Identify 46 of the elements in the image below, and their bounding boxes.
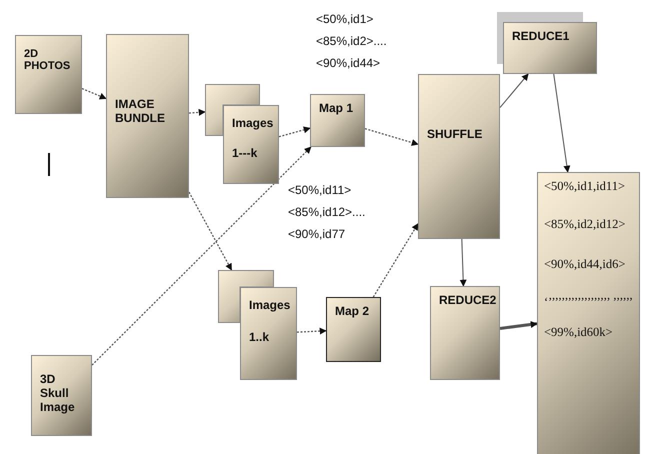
- arrow: [296, 328, 327, 335]
- node-text: ‘’’’’’’’’’’’’’’’’’’’ ’’’’’’: [544, 295, 634, 310]
- process-box: [310, 94, 365, 147]
- process-box: [106, 34, 189, 198]
- node-text: <50%,id1,id11>: [544, 179, 626, 194]
- arrow: [188, 192, 232, 271]
- node-text: Images: [249, 298, 292, 312]
- node-text: REDUCE2: [439, 293, 495, 307]
- node-text: 1..k: [249, 330, 270, 344]
- arrow: [278, 126, 311, 138]
- node-text: SHUFFLE: [427, 127, 484, 141]
- arrow: [553, 74, 570, 173]
- node-text: <99%,id60k>: [544, 325, 614, 340]
- node-text: 1---k: [232, 146, 258, 160]
- key-value-label: <50%,id11>: [288, 183, 352, 197]
- arrow: [460, 238, 467, 287]
- key-value-label: <85%,id2>....: [316, 34, 387, 48]
- node-text: REDUCE1: [512, 29, 570, 43]
- node-text: Map 1: [319, 101, 354, 115]
- arrow: [372, 223, 419, 298]
- node-text: <85%,id2,id12>: [544, 217, 626, 232]
- process-box: [15, 35, 82, 114]
- key-value-label: <90%,id77: [288, 227, 346, 241]
- process-box: [31, 355, 92, 436]
- key-value-label: <85%,id12>....: [288, 205, 366, 219]
- node-text: Images: [232, 116, 274, 130]
- process-box: [326, 297, 381, 362]
- process-box: [503, 22, 597, 74]
- node-text: IMAGE BUNDLE: [115, 97, 166, 125]
- arrow: [188, 108, 206, 116]
- arrow: [82, 88, 107, 100]
- arrow: [364, 128, 419, 146]
- process-box: [418, 74, 500, 239]
- node-text: Map 2: [335, 304, 370, 318]
- process-box: [223, 105, 279, 184]
- node-text: 3D Skull Image: [40, 372, 76, 414]
- node-text: 2D PHOTOS: [24, 48, 72, 72]
- arrow: [500, 321, 538, 330]
- process-box: [430, 286, 500, 380]
- result-box: [537, 172, 640, 454]
- node-text: <90%,id44,id6>: [544, 257, 626, 272]
- key-value-label: <50%,id1>: [316, 12, 374, 26]
- arrow: [500, 73, 529, 108]
- key-value-label: <90%,id44>: [316, 56, 380, 70]
- arrow: [92, 146, 312, 366]
- process-box: [240, 287, 297, 380]
